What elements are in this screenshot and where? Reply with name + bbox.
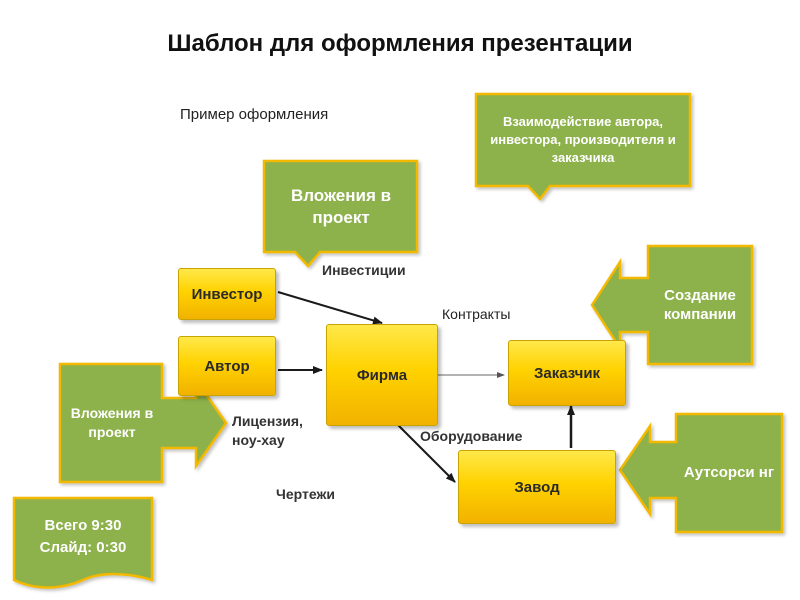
callout-investment-left-text: Вложения в проект — [70, 405, 154, 440]
callout-investment-top-shape — [262, 159, 419, 268]
callout-outsourcing-text: Аутсорси нг — [683, 464, 775, 481]
node-factory: Завод — [458, 450, 616, 524]
callout-investment-left-shape — [58, 362, 228, 484]
callout-time-text: Всего 9:30 Слайд: 0:30 — [39, 517, 127, 556]
callout-investment-top-text: Вложения в проект — [290, 186, 392, 227]
node-firm: Фирма — [326, 324, 438, 426]
label-drawings: Чертежи — [276, 486, 335, 502]
label-investments: Инвестиции — [322, 262, 406, 278]
arrow-firm-to-factory — [397, 424, 456, 483]
callout-time-shape — [12, 496, 154, 589]
label-contracts: Контракты — [442, 306, 511, 322]
label-license: Лицензия, ноу-хау — [232, 413, 303, 448]
page-subtitle: Пример оформления — [180, 106, 329, 123]
label-equipment: Оборудование — [420, 428, 523, 444]
page-title: Шаблон для оформления презентации — [167, 30, 633, 57]
callout-interaction-text: Взаимодействие автора, инвестора, произв… — [490, 114, 676, 165]
callout-outsourcing-shape — [618, 412, 784, 534]
callout-company-creation-text: Создание компании — [663, 287, 737, 323]
node-author: Автор — [178, 336, 276, 396]
callout-interaction-shape — [474, 92, 692, 201]
node-investor: Инвестор — [178, 268, 276, 320]
arrow-investor-to-firm — [277, 291, 383, 325]
node-customer: Заказчик — [508, 340, 626, 406]
